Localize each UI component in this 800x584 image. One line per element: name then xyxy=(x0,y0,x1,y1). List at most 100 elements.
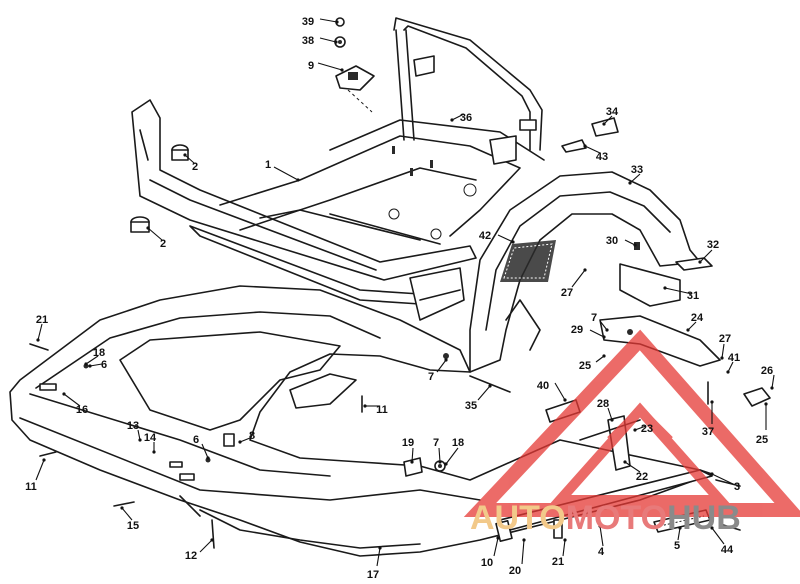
leader-tip-43 xyxy=(583,144,587,148)
leader-tip-18 xyxy=(444,462,448,466)
leader-tip-40 xyxy=(563,398,567,402)
callout-label-20: 20 xyxy=(509,565,521,577)
leader-line-32 xyxy=(699,249,713,263)
leader-tip-31 xyxy=(663,286,667,290)
callout-label-9: 9 xyxy=(308,60,314,72)
callout-label-17: 17 xyxy=(367,569,379,581)
leader-tip-30 xyxy=(633,243,637,247)
leader-line-43 xyxy=(584,145,601,154)
leader-line-1 xyxy=(273,166,299,181)
watermark-moto: MOTO xyxy=(565,499,668,537)
leader-line-15 xyxy=(121,507,133,521)
leader-tip-26 xyxy=(770,386,774,390)
callout-label-44: 44 xyxy=(721,544,734,556)
leader-line-28 xyxy=(607,407,613,421)
callout-label-43: 43 xyxy=(596,151,608,163)
leader-tip-32 xyxy=(698,260,702,264)
callout-label-21: 21 xyxy=(36,314,48,326)
leader-line-29 xyxy=(589,329,605,338)
callout-label-5: 5 xyxy=(674,540,680,552)
fasteners xyxy=(29,343,771,549)
leader-line-25 xyxy=(595,355,605,363)
leader-line-22 xyxy=(624,461,641,473)
leader-tip-6 xyxy=(88,364,92,368)
callout-label-28: 28 xyxy=(597,398,609,410)
leader-line-2 xyxy=(147,227,163,241)
belly-pan xyxy=(9,285,713,557)
callout-label-29: 29 xyxy=(571,324,583,336)
callout-label-8: 8 xyxy=(249,430,255,442)
leader-line-6 xyxy=(201,443,209,459)
leader-tip-1 xyxy=(296,178,300,182)
leader-line-31 xyxy=(664,287,693,295)
leader-line-41 xyxy=(727,361,734,373)
watermark-hub: HUB xyxy=(667,499,741,537)
leader-tip-28 xyxy=(610,418,614,422)
leader-line-10 xyxy=(493,537,499,557)
callout-label-10: 10 xyxy=(481,557,493,569)
leader-tip-11 xyxy=(42,458,46,462)
leader-tip-37 xyxy=(710,400,714,404)
leader-line-18 xyxy=(445,447,459,465)
leader-line-7 xyxy=(438,447,441,463)
callout-label-32: 32 xyxy=(707,239,719,251)
callout-label-7: 7 xyxy=(591,312,597,324)
leader-line-4 xyxy=(599,525,604,547)
callout-label-39: 39 xyxy=(302,16,314,28)
leader-line-42 xyxy=(497,234,514,243)
leader-line-12 xyxy=(199,539,213,553)
leader-line-27 xyxy=(571,269,586,288)
leader-tip-38 xyxy=(334,40,338,44)
leader-tip-29 xyxy=(602,335,606,339)
leader-tip-35 xyxy=(488,384,492,388)
leader-tip-25 xyxy=(764,402,768,406)
callout-label-31: 31 xyxy=(687,290,699,302)
leader-tip-9 xyxy=(340,68,344,72)
callout-label-12: 12 xyxy=(185,550,197,562)
callout-label-41: 41 xyxy=(728,352,740,364)
leader-tip-27 xyxy=(720,356,724,360)
leader-tip-7 xyxy=(438,460,442,464)
leader-tip-7 xyxy=(444,358,448,362)
callout-label-13: 13 xyxy=(127,420,139,432)
leader-line-5 xyxy=(677,527,681,541)
callout-label-2: 2 xyxy=(192,161,198,173)
leader-line-34 xyxy=(603,115,613,125)
rubber-bumpers xyxy=(130,144,189,233)
leader-tip-21 xyxy=(563,538,567,542)
callout-label-24: 24 xyxy=(691,312,704,324)
leader-line-3 xyxy=(711,473,734,485)
leader-tip-36 xyxy=(450,118,454,122)
callout-label-38: 38 xyxy=(302,35,314,47)
leader-line-9 xyxy=(317,62,343,71)
leader-tip-11 xyxy=(363,404,367,408)
leader-line-20 xyxy=(521,539,525,565)
callout-label-7: 7 xyxy=(428,371,434,383)
leader-tip-8 xyxy=(238,440,242,444)
callout-label-21: 21 xyxy=(552,556,564,568)
leader-tip-3 xyxy=(710,472,714,476)
callout-label-23: 23 xyxy=(641,423,653,435)
leader-tip-12 xyxy=(210,538,214,542)
leader-line-27 xyxy=(721,343,725,359)
leader-line-2 xyxy=(184,154,195,164)
leader-line-21 xyxy=(37,323,43,341)
leader-tip-22 xyxy=(623,460,627,464)
leader-line-36 xyxy=(451,113,465,121)
leader-line-23 xyxy=(634,425,647,431)
leader-line-13 xyxy=(137,429,141,441)
callout-label-14: 14 xyxy=(144,432,157,444)
leader-tip-2 xyxy=(183,153,187,157)
callout-label-11: 11 xyxy=(25,481,37,493)
watermark-auto: AUTO xyxy=(470,499,566,537)
callout-label-37: 37 xyxy=(702,426,714,438)
leader-line-6 xyxy=(89,363,103,367)
leader-line-7 xyxy=(436,359,447,373)
leader-tip-24 xyxy=(686,328,690,332)
callout-label-19: 19 xyxy=(402,437,414,449)
callout-label-15: 15 xyxy=(127,520,139,532)
leader-tip-10 xyxy=(496,536,500,540)
leader-line-21 xyxy=(562,539,566,557)
